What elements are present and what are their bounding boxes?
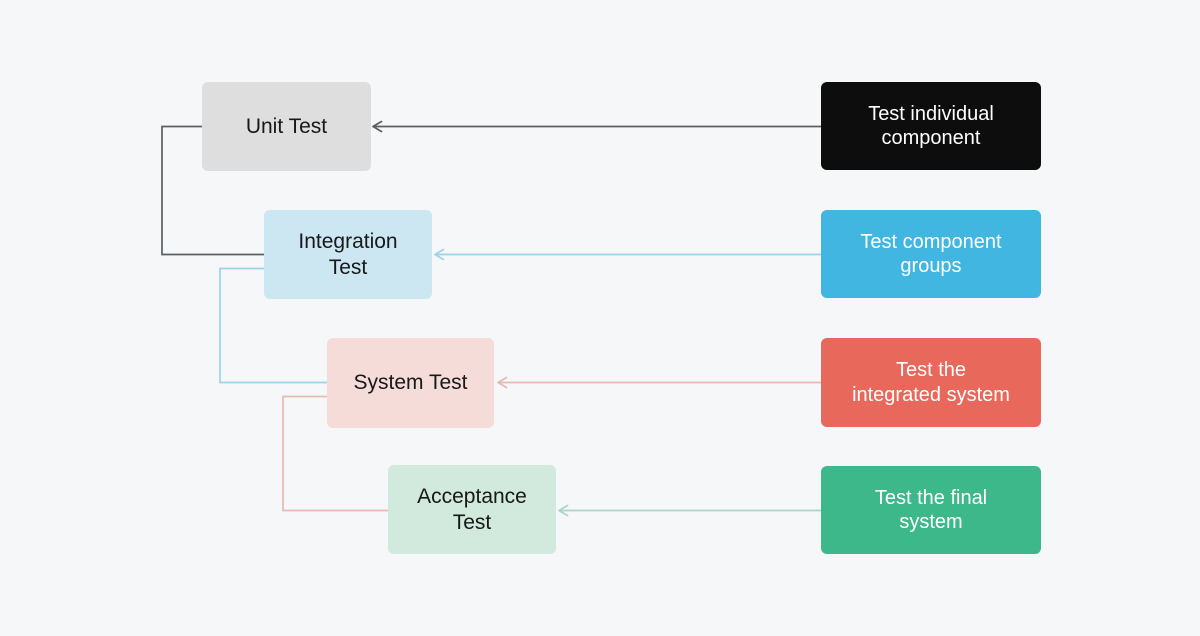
arrowhead-unit	[372, 120, 383, 133]
node-integration-test[interactable]: Integration Test	[264, 210, 432, 299]
arrowhead-integration	[434, 248, 445, 261]
node-unit-test[interactable]: Unit Test	[202, 82, 371, 171]
node-description-system[interactable]: Test the integrated system	[821, 338, 1041, 427]
node-description-integration[interactable]: Test component groups	[821, 210, 1041, 298]
arrowhead-system	[497, 376, 508, 389]
node-description-acceptance[interactable]: Test the final system	[821, 466, 1041, 554]
node-system-test[interactable]: System Test	[327, 338, 494, 428]
arrowhead-acceptance	[558, 504, 569, 517]
node-description-unit[interactable]: Test individual component	[821, 82, 1041, 170]
node-acceptance-test[interactable]: Acceptance Test	[388, 465, 556, 554]
